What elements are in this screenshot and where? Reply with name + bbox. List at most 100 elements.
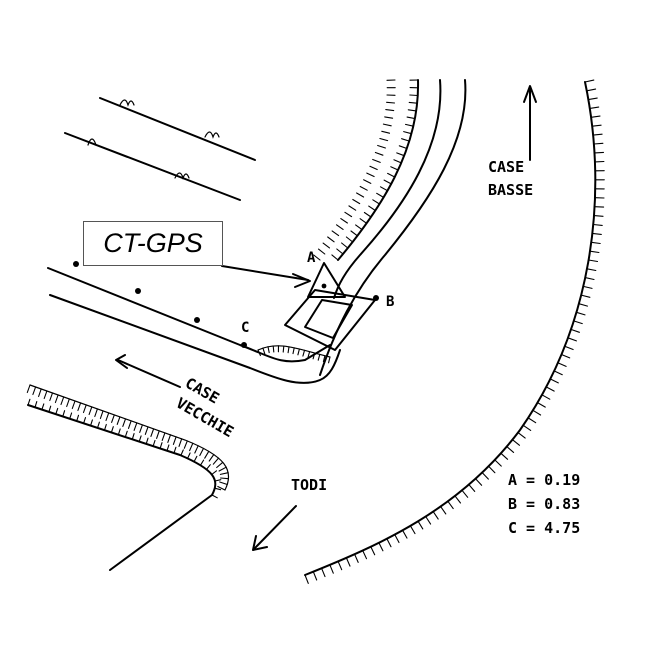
hatch-mark [212,457,220,465]
hatch-mark [393,159,402,164]
hatch-mark [49,392,54,402]
hatch-mark [48,405,52,413]
hatch-mark [173,446,177,454]
hatch-mark [211,494,218,499]
hatch-mark [131,433,135,440]
hatch-mark [475,478,483,486]
hatch-mark [205,464,211,470]
hatch-mark [187,452,191,459]
hatch-mark [138,435,142,443]
station-center-dot [321,283,327,289]
hatch-mark [282,345,285,353]
hatch-mark [408,101,418,104]
station-pointer-arrowhead [292,273,311,288]
hatch-mark [328,356,331,364]
hatch-mark [406,116,416,120]
hatch-mark [99,410,104,420]
hatch-mark [398,145,408,150]
hatch-mark [586,268,597,272]
hatch-mark [589,250,600,254]
hatch-mark [386,538,392,548]
hatch-mark [345,557,351,567]
hatch-mark [307,351,311,358]
hatch-mark [317,353,321,361]
hatch-mark [322,355,326,363]
hatch-mark [127,420,132,429]
hatch-mark [103,423,107,431]
hatch-mark [348,205,357,211]
side-road-edge-upper [47,267,331,363]
hatch-mark [382,123,392,127]
hatch-mark [161,432,166,441]
hatch-mark [541,394,551,400]
hatch-mark [71,400,76,410]
hatch-mark [378,542,384,552]
hatch-mark [517,432,526,439]
hatch-mark [110,426,114,433]
hatch-mark [403,131,413,135]
case-basse-arrow-head [523,85,537,103]
hatch-mark [38,388,42,398]
hatch-mark [312,571,318,581]
case-basse-label-line2: BASSE [488,181,533,199]
hatch-mark [144,426,149,435]
hatch-mark [214,479,222,482]
hatch-mark [69,412,73,420]
survey-dot [73,261,79,267]
hatch-mark [511,439,521,446]
building [257,289,376,358]
hatch-mark [593,151,605,154]
tree-row-2 [64,132,241,201]
hatch-mark [354,553,359,563]
hatch-mark [377,144,386,149]
hatch-mark [447,500,454,510]
hatch-mark [156,430,160,439]
hatch-mark [402,529,408,539]
hatch-mark [379,137,389,142]
hatch-mark [327,236,335,243]
survey-dot [135,288,141,294]
hatch-mark [372,199,381,205]
station-label-box: CT-GPS [83,221,223,266]
hatch-mark [159,442,163,449]
hatch-mark [317,248,326,255]
hatch-mark [409,525,416,535]
hatch-mark [570,328,580,333]
hatch-mark [363,211,372,218]
hatch-mark [593,142,604,145]
hatch-mark [117,428,121,436]
main-road-inner-edge [319,79,467,376]
legend: A = 0.19 B = 0.83 C = 4.75 [508,471,580,537]
hatch-mark [133,422,138,431]
hatch-mark [340,218,348,224]
hatch-mark [82,404,87,414]
hatch-mark [386,101,396,104]
hatch-mark [287,346,290,354]
hatch-mark [454,495,462,504]
todi-arrow-line [254,505,297,549]
main-road-outer-edge [304,81,597,576]
hatch-mark [304,574,309,584]
hatch-mark [26,384,31,394]
hatch-mark [267,346,270,354]
point-c-dot [241,342,247,348]
hatch-mark [262,347,266,355]
legend-row-c: C = 4.75 [508,519,580,537]
hatch-mark [41,403,45,411]
hatch-mark [302,349,306,357]
hatch-mark [409,94,419,97]
legend-row-a: A = 0.19 [508,471,580,489]
point-a-label: A [307,250,316,266]
hatch-mark [385,109,395,112]
hatch-mark [506,446,515,453]
hatch-mark [76,414,80,422]
building-inner [304,299,353,339]
hatch-mark [387,172,396,178]
hatch-mark [211,470,218,476]
hatch-mark [355,224,363,231]
point-b-label: B [386,294,394,310]
hatch-mark [494,459,502,467]
hatch-mark [336,248,344,255]
hatch-mark [94,408,98,418]
